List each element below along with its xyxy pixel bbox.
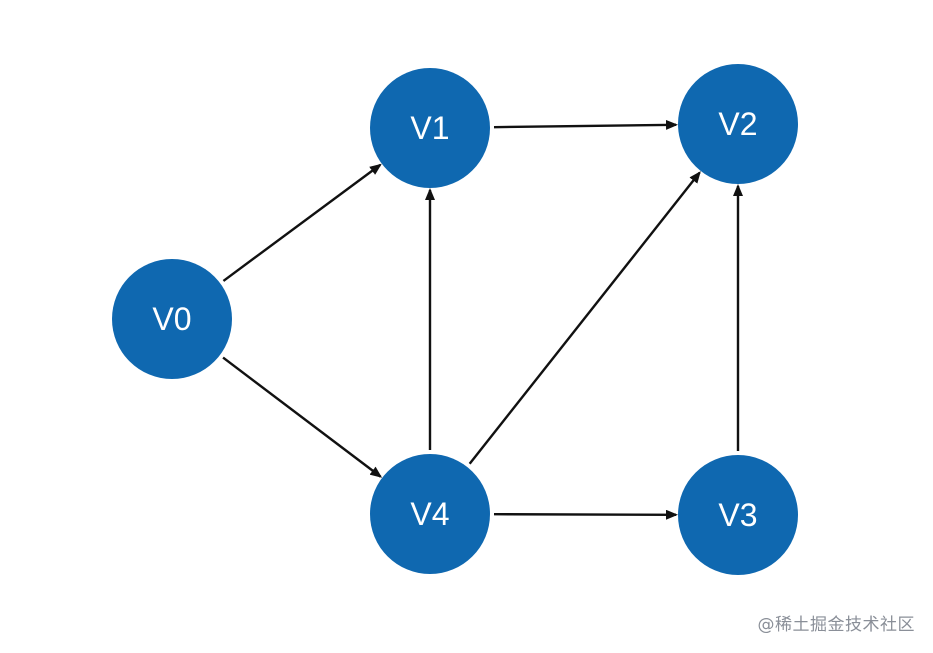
watermark-text: @稀土掘金技术社区 bbox=[757, 615, 915, 635]
edge-v4-to-v2 bbox=[468, 171, 701, 465]
node-circle-v4 bbox=[370, 454, 490, 574]
node-v0: V0 bbox=[112, 259, 232, 379]
edge-v0-to-v1 bbox=[222, 163, 382, 282]
node-label-v2: V2 bbox=[718, 106, 757, 142]
edge-v1-to-v2 bbox=[493, 119, 679, 130]
node-circle-v3 bbox=[678, 455, 798, 575]
node-v3: V3 bbox=[678, 455, 798, 575]
node-label-v0: V0 bbox=[152, 301, 191, 337]
edges-layer bbox=[222, 119, 743, 520]
node-label-v4: V4 bbox=[410, 496, 449, 532]
node-label-v1: V1 bbox=[410, 110, 449, 146]
node-v4: V4 bbox=[370, 454, 490, 574]
edge-v4-to-v3 bbox=[493, 509, 679, 520]
node-circle-v2 bbox=[678, 64, 798, 184]
node-v2: V2 bbox=[678, 64, 798, 184]
node-v1: V1 bbox=[370, 68, 490, 188]
edge-v0-to-v4 bbox=[222, 356, 383, 478]
node-circle-v1 bbox=[370, 68, 490, 188]
node-label-v3: V3 bbox=[718, 497, 757, 533]
node-circle-v0 bbox=[112, 259, 232, 379]
